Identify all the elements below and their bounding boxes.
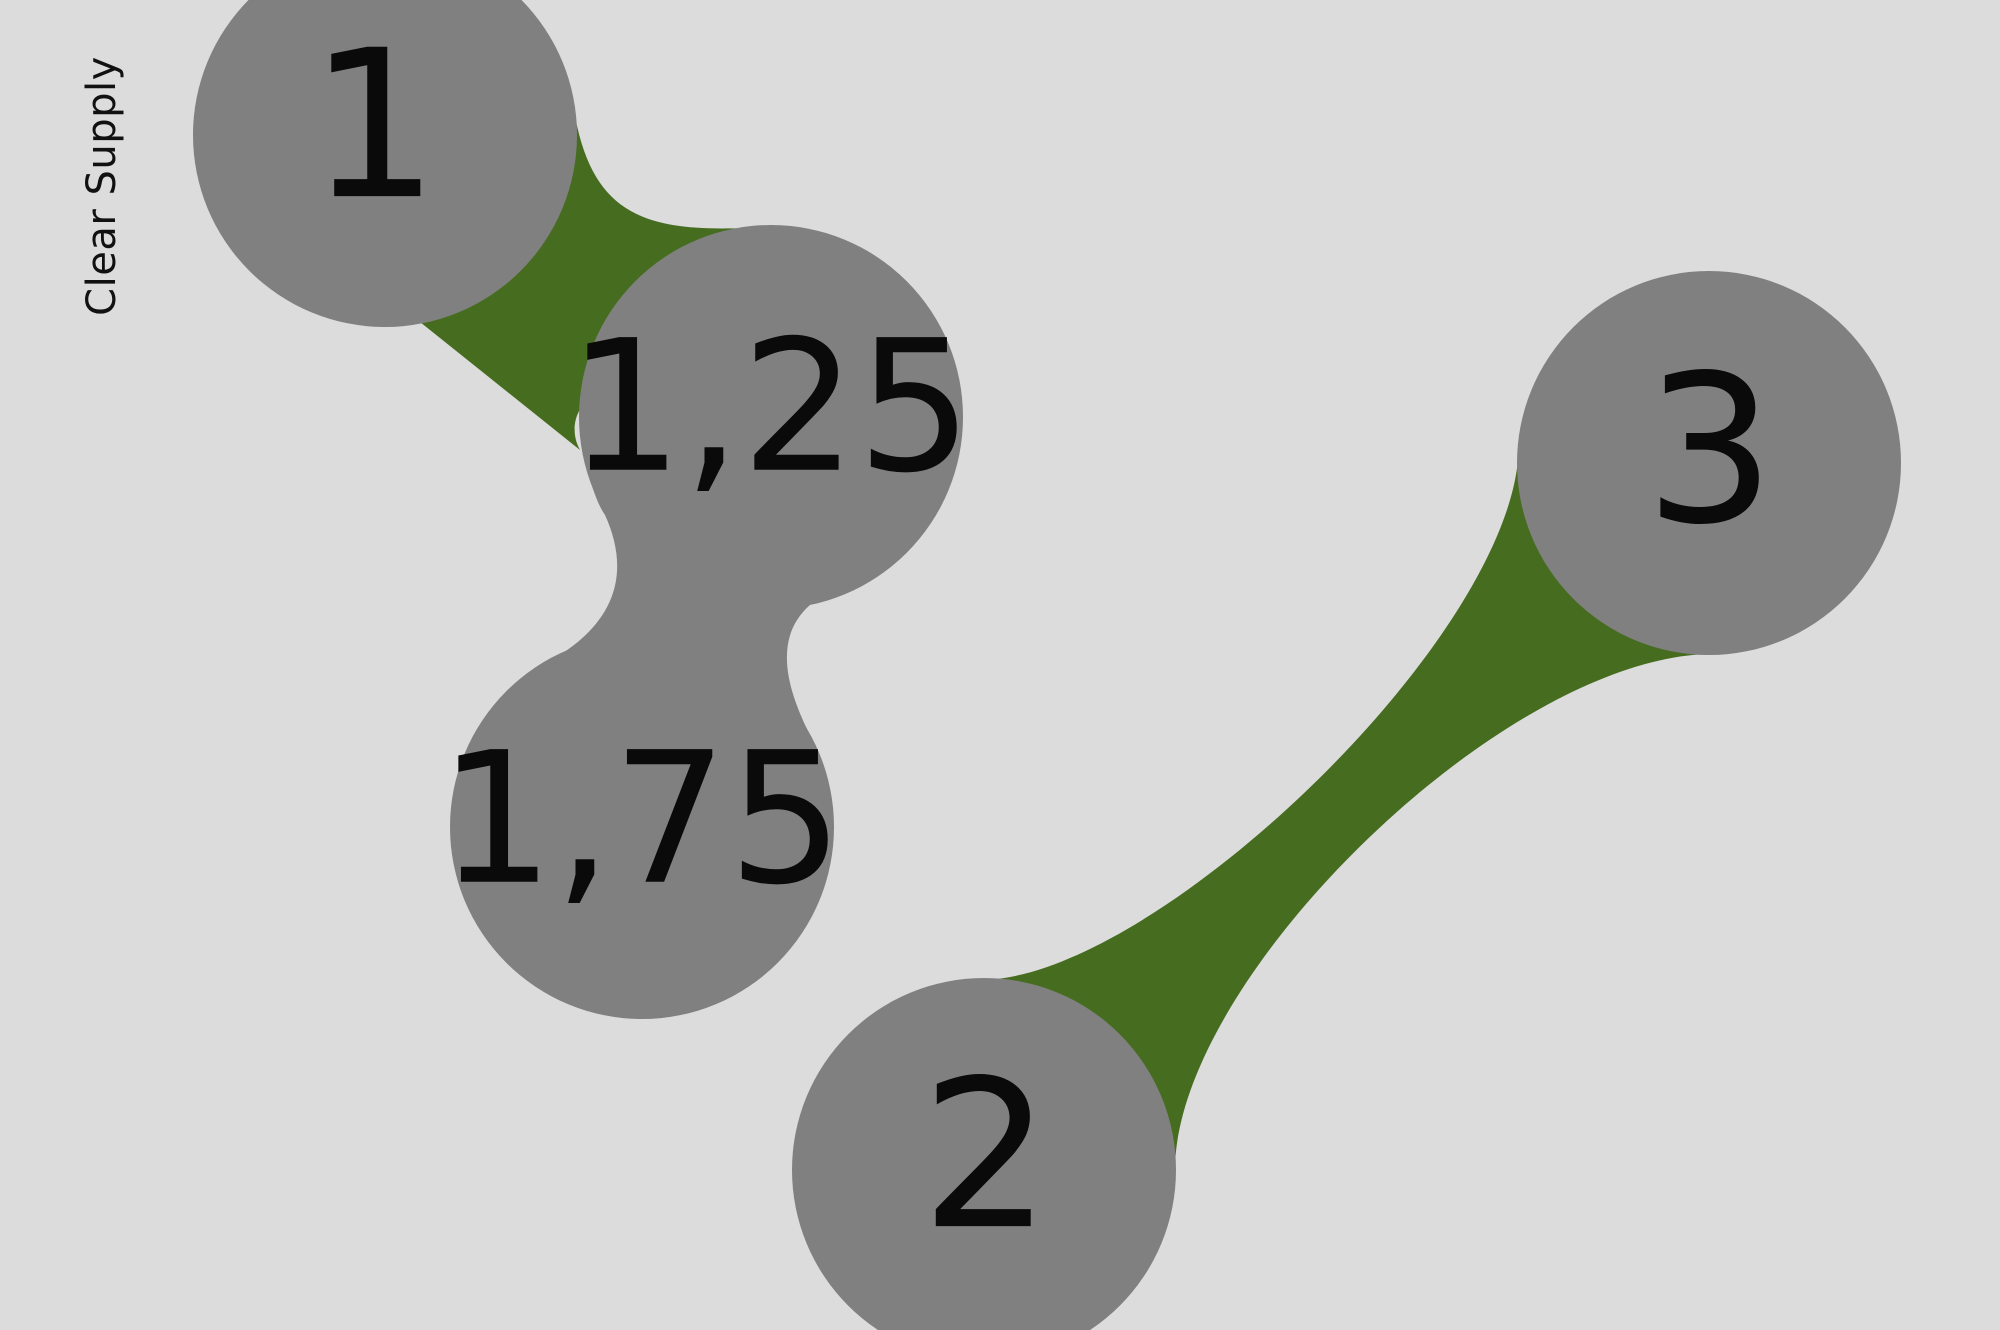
node-1-25-label: 1,25: [567, 301, 972, 513]
node-2-circle: [792, 978, 1176, 1330]
node-2-label: 2: [921, 1037, 1051, 1275]
node-3-circle: [1517, 271, 1901, 655]
node-1-25-circle: [579, 225, 963, 609]
node-1-75-label: 1,75: [438, 713, 843, 925]
node-1-label: 1: [309, 7, 439, 245]
node-3-label: 3: [1645, 332, 1775, 570]
node-1-circle: [193, 0, 577, 327]
node-1-75-circle: [450, 635, 834, 1019]
connector-2-to-3: [980, 460, 1708, 1170]
brand-wordmark: Clear Supply: [79, 56, 125, 316]
